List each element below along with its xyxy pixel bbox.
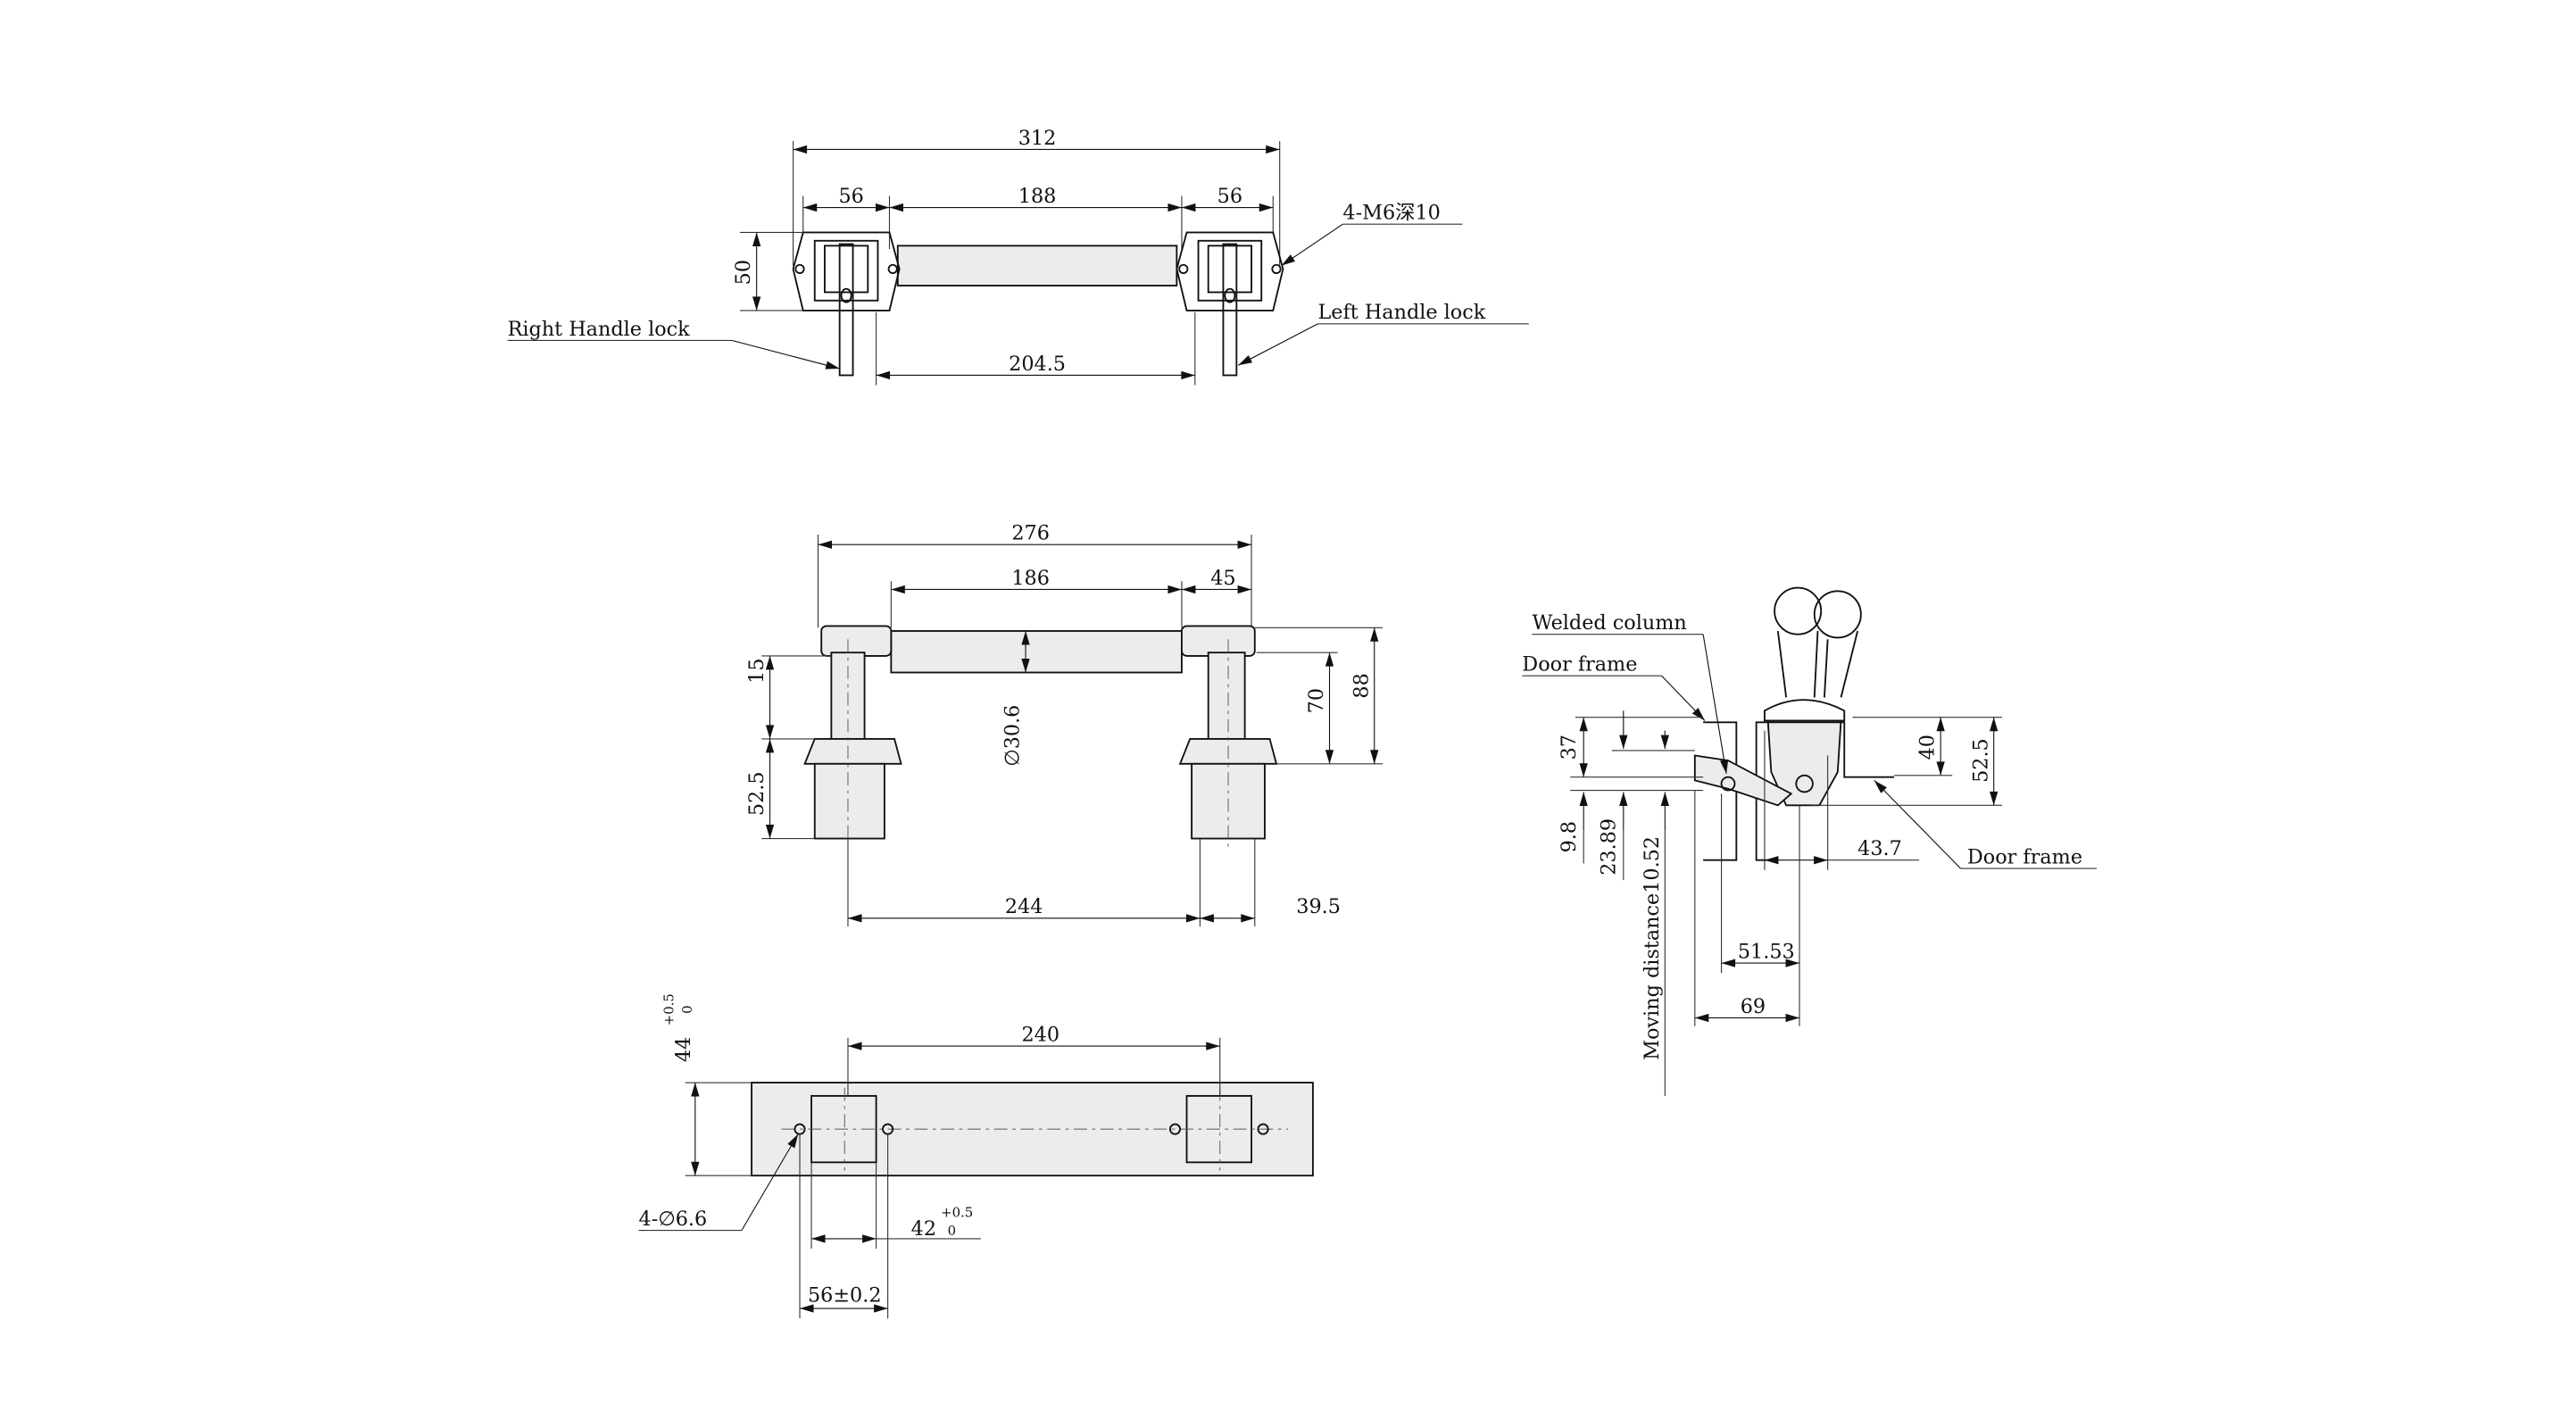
key-rings (1764, 586, 1862, 722)
dim-188: 188 (1018, 185, 1057, 208)
dim-312: 312 (1018, 127, 1057, 150)
mount-hole (1257, 1123, 1269, 1135)
dim-50: 50 (732, 260, 755, 285)
dim-56-left: 56 (838, 185, 863, 208)
dim-52-5: 52.5 (745, 771, 769, 816)
welded-column-label: Welded column (1532, 611, 1686, 635)
dim-42-tol-lower: 0 (948, 1223, 956, 1239)
mount-hole (1168, 1123, 1181, 1135)
dim-88: 88 (1350, 673, 1373, 698)
bracket-right (1176, 231, 1284, 377)
side-view: Welded column Door frame Door frame 37 9… (1522, 586, 2098, 1096)
handle-bar (896, 245, 1178, 286)
hole-note: 4-∅6.6 (639, 1208, 708, 1231)
right-handle-lock-label: Right Handle lock (508, 318, 691, 341)
dim-69: 69 (1741, 995, 1766, 1018)
dim-70: 70 (1305, 688, 1328, 713)
dim-23-89: 23.89 (1598, 818, 1621, 876)
cutout-view: 240 44 +0.5 0 4-∅6.6 42 +0.5 0 56±0.2 (638, 993, 1314, 1319)
dim-43-7: 43.7 (1857, 837, 1902, 860)
dim-44-tol-upper: +0.5 (661, 993, 677, 1025)
dim-56-tol: 56±0.2 (808, 1284, 882, 1308)
dim-186: 186 (1011, 567, 1050, 590)
dim-51-53: 51.53 (1738, 940, 1795, 963)
dim-56-right: 56 (1217, 185, 1242, 208)
dim-diameter: ∅30.6 (1001, 705, 1025, 767)
thread-note: 4-M6深10 (1342, 202, 1440, 225)
bracket-left (792, 231, 901, 377)
door-frame-left (1703, 721, 1738, 861)
dim-52-5-side: 52.5 (1969, 738, 1992, 783)
dim-15: 15 (745, 658, 769, 683)
handle-bar (890, 630, 1183, 674)
welded-column (1720, 776, 1736, 792)
dim-44: 44 (672, 1037, 695, 1062)
front-view: 276 186 45 ∅30.6 15 52.5 70 88 244 39.5 (745, 522, 1384, 927)
dim-40: 40 (1916, 735, 1940, 760)
dim-9-8: 9.8 (1558, 821, 1581, 852)
top-view: 312 56 188 56 50 4-M6深10 Right Handle lo (507, 127, 1529, 386)
dim-42-tol-upper: +0.5 (941, 1205, 973, 1221)
door-frame-left-label: Door frame (1522, 653, 1637, 677)
dim-240: 240 (1021, 1024, 1059, 1047)
door-frame-right (1755, 721, 1895, 861)
dim-42: 42 (911, 1217, 936, 1241)
dim-44-tol-lower: 0 (679, 1005, 695, 1013)
dim-276: 276 (1011, 522, 1050, 545)
moving-distance: Moving distance10.52 (1641, 836, 1664, 1060)
dim-39-5: 39.5 (1296, 895, 1341, 918)
left-handle-lock-label: Left Handle lock (1317, 301, 1485, 324)
door-frame-right-label: Door frame (1967, 845, 2082, 868)
dim-37: 37 (1558, 735, 1581, 760)
dim-45: 45 (1210, 567, 1235, 590)
dim-244: 244 (1005, 895, 1043, 918)
dim-204-5: 204.5 (1009, 353, 1066, 376)
